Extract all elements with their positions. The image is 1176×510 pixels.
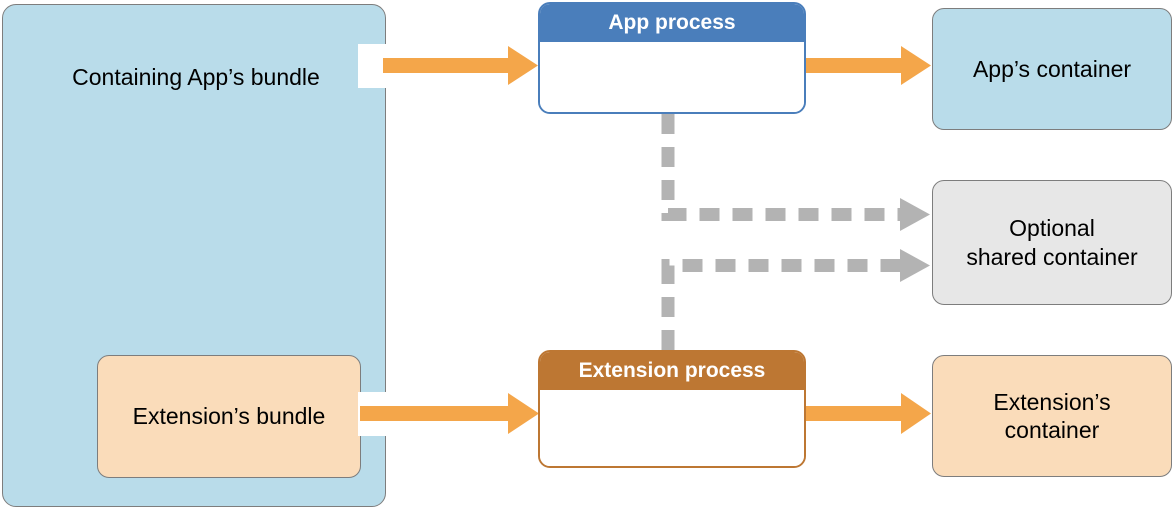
shared-container-label-line2: shared container: [966, 243, 1138, 270]
app-process-body: [540, 42, 804, 112]
extension-bundle-label: Extension’s bundle: [132, 403, 326, 430]
extension-bundle-box: Extension’s bundle: [97, 355, 361, 478]
dashed-connector-extension-process-to-shared-container: [661, 249, 930, 350]
shared-container-box: Optional shared container: [932, 180, 1172, 305]
arrow-app-bundle-to-app-process: [383, 46, 538, 85]
extension-container-label-line2: container: [1004, 417, 1100, 443]
app-container-box: App’s container: [932, 8, 1172, 130]
app-container-label: App’s container: [972, 55, 1132, 82]
arrow-app-process-to-app-container: [806, 46, 931, 85]
dashed-connector-app-process-to-shared-container: [661, 114, 930, 231]
app-process-box: App process: [538, 2, 806, 114]
extension-process-box: Extension process: [538, 350, 806, 468]
containing-app-bundle-label: Containing App’s bundle: [72, 64, 320, 90]
shared-container-label-line1: Optional: [1009, 215, 1095, 242]
extension-container-label-line1: Extension’s: [993, 388, 1111, 415]
extension-process-body: [540, 390, 804, 466]
extension-container-label: Extension’s container: [993, 388, 1110, 444]
shared-container-label: Optional shared container: [966, 214, 1137, 270]
extension-process-title: Extension process: [540, 352, 804, 390]
extension-container-box: Extension’s container: [932, 355, 1172, 477]
arrow-extension-bundle-to-extension-process: [360, 393, 539, 434]
arrow-extension-process-to-extension-container: [806, 393, 931, 434]
app-process-title: App process: [540, 4, 804, 42]
